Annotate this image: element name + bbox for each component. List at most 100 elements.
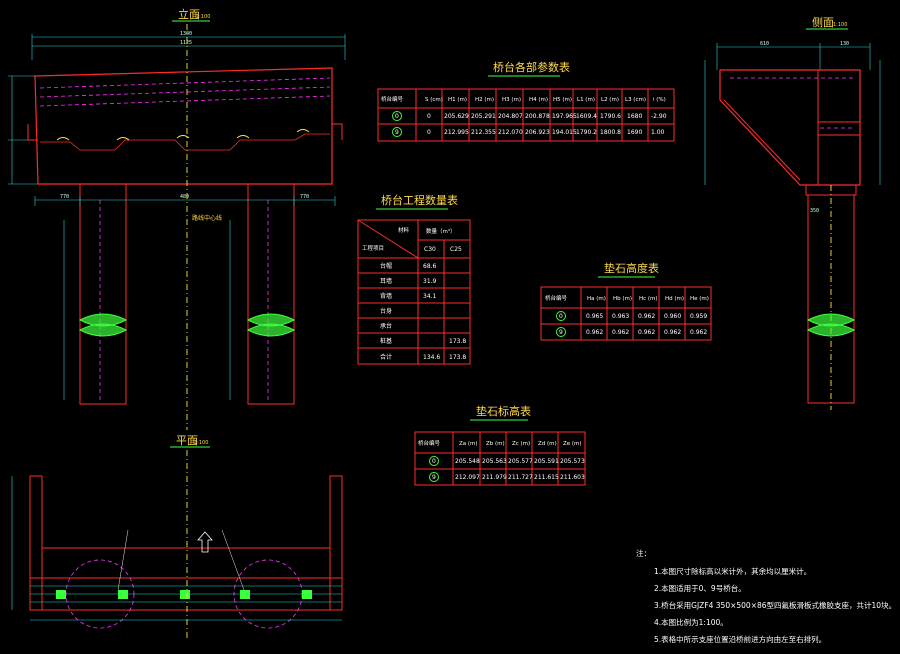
table-cell: 205.591 bbox=[534, 458, 559, 465]
table-pad-h-header: Hc (m) bbox=[639, 296, 658, 302]
table-pad-elev-frame bbox=[414, 431, 586, 486]
side-pile-break bbox=[806, 313, 856, 337]
table-cap-row-2: 9 0 212.995 212.355 212.070 206.923 194.… bbox=[392, 127, 665, 137]
table-pad-h-grid bbox=[541, 287, 711, 340]
table-pad-height: 垫石高度表 桥台编号 Ha (m) Hb (m) Hc (m) Hd (m) H… bbox=[540, 261, 712, 341]
table-cell: 211.727 bbox=[508, 474, 533, 481]
elevation-scale: 1:100 bbox=[196, 14, 210, 20]
abutment-number-circle bbox=[429, 456, 439, 466]
table-cell: 205.573 bbox=[560, 458, 585, 465]
table-cell: 耳墙 bbox=[380, 277, 392, 285]
abutment-number-circle bbox=[392, 127, 402, 137]
table-cell: 0 bbox=[395, 113, 399, 120]
bearing-pads bbox=[56, 129, 310, 141]
dim-right-edge: 770 bbox=[300, 194, 309, 200]
table-qty-title: 桥台工程数量表 bbox=[381, 193, 458, 207]
table-cell: 173.8 bbox=[449, 354, 466, 361]
table-pad-h-header: He (m) bbox=[690, 296, 709, 302]
table-cell: 173.8 bbox=[449, 338, 466, 345]
dim-cap-width: 1125 bbox=[180, 40, 192, 46]
table-cap-title: 桥台各部参数表 bbox=[493, 60, 570, 74]
table-qty-row-header: 工程项目 bbox=[362, 244, 384, 252]
table-pad-elev-grid bbox=[415, 432, 585, 485]
dim-total-width: 1300 bbox=[180, 31, 192, 37]
table-pad-h-frame bbox=[540, 286, 712, 341]
side-title: 侧面 bbox=[812, 16, 834, 29]
dim-left-edge: 770 bbox=[60, 194, 69, 200]
table-pad-h-header: Hb (m) bbox=[613, 296, 632, 302]
table-pad-elev-header: Zb (m) bbox=[486, 441, 505, 447]
pile-columns bbox=[79, 183, 295, 405]
table-cell: 205.563 bbox=[482, 458, 507, 465]
table-cap-header: S (cm) bbox=[425, 97, 443, 103]
top-dimension-lines bbox=[31, 34, 346, 60]
table-cell: 1609.4 bbox=[576, 113, 597, 120]
table-cell: 承台 bbox=[380, 322, 392, 330]
table-pad-h-title: 垫石高度表 bbox=[604, 261, 659, 275]
direction-arrow-icon bbox=[197, 531, 213, 553]
table-qty-col-header: 材料 bbox=[398, 226, 410, 234]
note-item: 4.本图比例为1:100。 bbox=[654, 617, 728, 627]
table-pad-elev-title: 垫石标高表 bbox=[476, 404, 531, 418]
table-cell: 205.577 bbox=[508, 458, 533, 465]
table-cell: 204.807 bbox=[498, 113, 523, 120]
side-abutment-outline bbox=[719, 69, 861, 186]
table-pad-h-header: Ha (m) bbox=[587, 296, 606, 302]
note-item: 3.桥台采用GJZF4 350×500×86型四氟板滑板式橡胶支座，共计10块。 bbox=[654, 600, 896, 610]
table-cell: 9 bbox=[395, 129, 399, 136]
table-pad-elev-header: Zd (m) bbox=[538, 441, 557, 447]
table-cell: 0.963 bbox=[612, 313, 629, 320]
table-cap-frame bbox=[377, 88, 675, 142]
table-cell: 212.097 bbox=[455, 474, 480, 481]
table-cap-header: L2 (m) bbox=[601, 97, 619, 103]
table-qty-unit-header: 数量（m³） bbox=[426, 227, 456, 235]
table-pad-h-header: Hd (m) bbox=[665, 296, 684, 302]
table-cell: 1690 bbox=[627, 129, 642, 136]
table-cell: 0.960 bbox=[664, 313, 681, 320]
table-pad-elev-header: Za (m) bbox=[459, 441, 478, 447]
table-cap-header: H5 (m) bbox=[553, 97, 572, 103]
notes: 注： 1.本图尺寸除标高以米计外，其余均以厘米计。 2.本图适用于0、9号桥台。… bbox=[636, 548, 896, 644]
table-cell: -2.90 bbox=[651, 113, 667, 120]
table-cell: 1800.8 bbox=[600, 129, 621, 136]
side-dim-2: 130 bbox=[840, 41, 849, 47]
table-cell: 206.923 bbox=[525, 129, 550, 136]
table-cell: 0 bbox=[427, 113, 431, 120]
pile-break-symbols bbox=[78, 313, 296, 337]
table-cell: 9 bbox=[432, 474, 436, 481]
table-cap-header: L1 (m) bbox=[577, 97, 595, 103]
table-pad-elev-header: Zc (m) bbox=[512, 441, 530, 447]
pile-dashed bbox=[99, 200, 269, 400]
table-qty-frame bbox=[357, 219, 471, 365]
table-qty-pier: C25 bbox=[450, 246, 462, 253]
table-qty-grid bbox=[357, 219, 470, 364]
table-cap-headers: 桥台编号 S (cm) H1 (m) H2 (m) H3 (m) H4 (m) … bbox=[381, 95, 666, 103]
table-cell: 台帽 bbox=[380, 262, 392, 270]
table-cell: 台身 bbox=[380, 307, 392, 315]
side-inner-lines bbox=[723, 70, 860, 185]
table-cell: 212.995 bbox=[444, 129, 469, 136]
table-quantities: 桥台工程数量表 材料 工程项目 数量（m³） C30 C25 台帽 68.6 耳… bbox=[357, 193, 471, 365]
table-cell: 1790.6 bbox=[600, 113, 621, 120]
abutment-number-circle bbox=[392, 111, 402, 121]
notes-heading: 注： bbox=[636, 548, 651, 558]
table-cap-row-1: 0 0 205.629 205.291 204.807 200.878 197.… bbox=[392, 111, 667, 121]
bearing-seat-profile bbox=[40, 133, 330, 151]
side-scale: 1:100 bbox=[833, 22, 847, 28]
table-cell: 205.291 bbox=[471, 113, 496, 120]
table-cell: 1680 bbox=[627, 113, 642, 120]
table-cap-header: i (%) bbox=[653, 97, 666, 103]
side-view: 侧面 1:100 610 130 350 bbox=[704, 16, 881, 410]
table-pad-h-header: 桥台编号 bbox=[545, 294, 568, 302]
table-cap-header: L3 (cm) bbox=[625, 97, 646, 103]
plan-title: 平面 bbox=[176, 434, 198, 447]
table-cell: 205.548 bbox=[455, 458, 480, 465]
table-cell: 211.979 bbox=[482, 474, 507, 481]
table-cell: 31.9 bbox=[423, 278, 437, 285]
table-cell: 0.962 bbox=[612, 329, 629, 336]
table-cap-grid bbox=[378, 89, 674, 141]
dim-pile-spacing: 480 bbox=[180, 194, 189, 200]
abutment-number-circle bbox=[556, 327, 566, 337]
abutment-number-circle bbox=[556, 311, 566, 321]
